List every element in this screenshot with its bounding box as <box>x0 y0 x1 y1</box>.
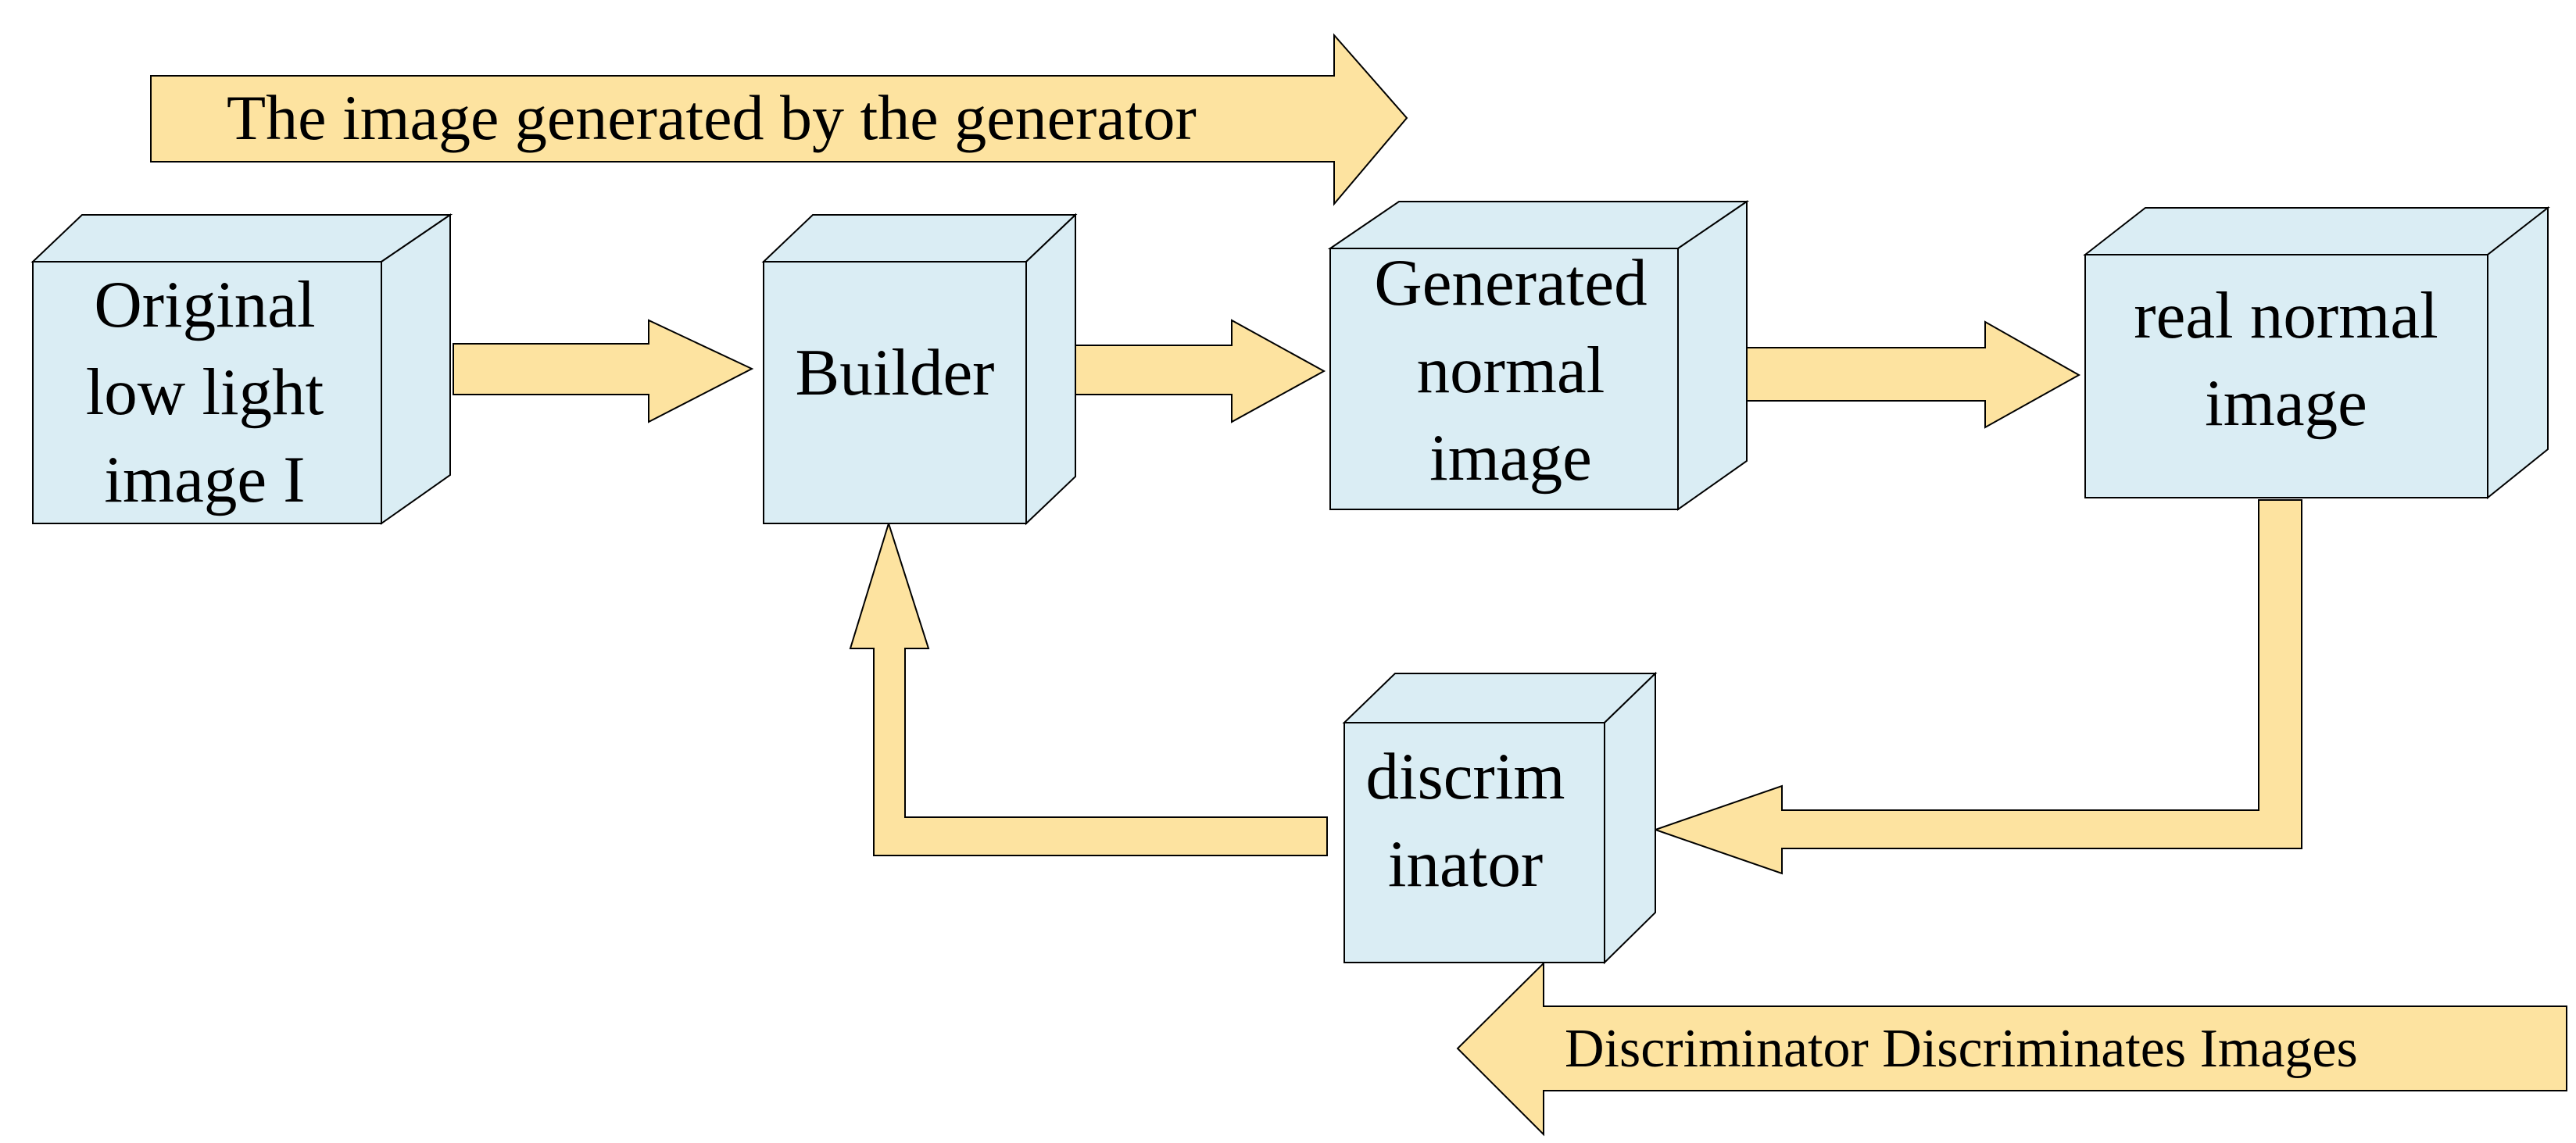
box-discriminator-line-2: inator <box>1388 827 1543 901</box>
arrow-original-to-builder <box>453 319 754 423</box>
discriminator-banner-arrow: Discriminator Discriminates Images <box>1456 961 2567 1137</box>
box-original-line-1: Original <box>94 268 315 341</box>
box-generated-line-2: normal <box>1417 334 1605 407</box>
arrow-builder-to-generated <box>1075 319 1326 423</box>
box-discriminator-line-1: discrim <box>1366 740 1565 813</box>
box-original-line-2: low light <box>86 355 324 429</box>
box-builder: Builder <box>761 213 1078 526</box>
box-generated-line-1: Generated <box>1374 246 1647 320</box>
box-real-line-2: image <box>2205 366 2367 440</box>
generator-banner-arrow: The image generated by the generator <box>150 33 1408 206</box>
box-discriminator: discrim inator <box>1342 671 1658 965</box>
arrow-real-to-discriminator <box>1652 499 2302 875</box>
box-original-line-3: image I <box>104 443 305 516</box>
arrow-discriminator-to-builder <box>849 520 1328 856</box>
box-builder-label: Builder <box>796 336 995 409</box>
box-generated-image: Generated normal image <box>1327 200 1750 511</box>
box-real-image: real normal image <box>2083 205 2550 500</box>
box-original-image: Original low light image I <box>30 213 453 525</box>
discriminator-banner-label: Discriminator Discriminates Images <box>1565 1019 2358 1079</box>
generator-banner-label: The image generated by the generator <box>227 82 1197 153</box>
arrow-generated-to-real <box>1744 320 2081 429</box>
box-generated-line-3: image <box>1429 421 1592 495</box>
box-real-line-1: real normal <box>2134 279 2438 352</box>
